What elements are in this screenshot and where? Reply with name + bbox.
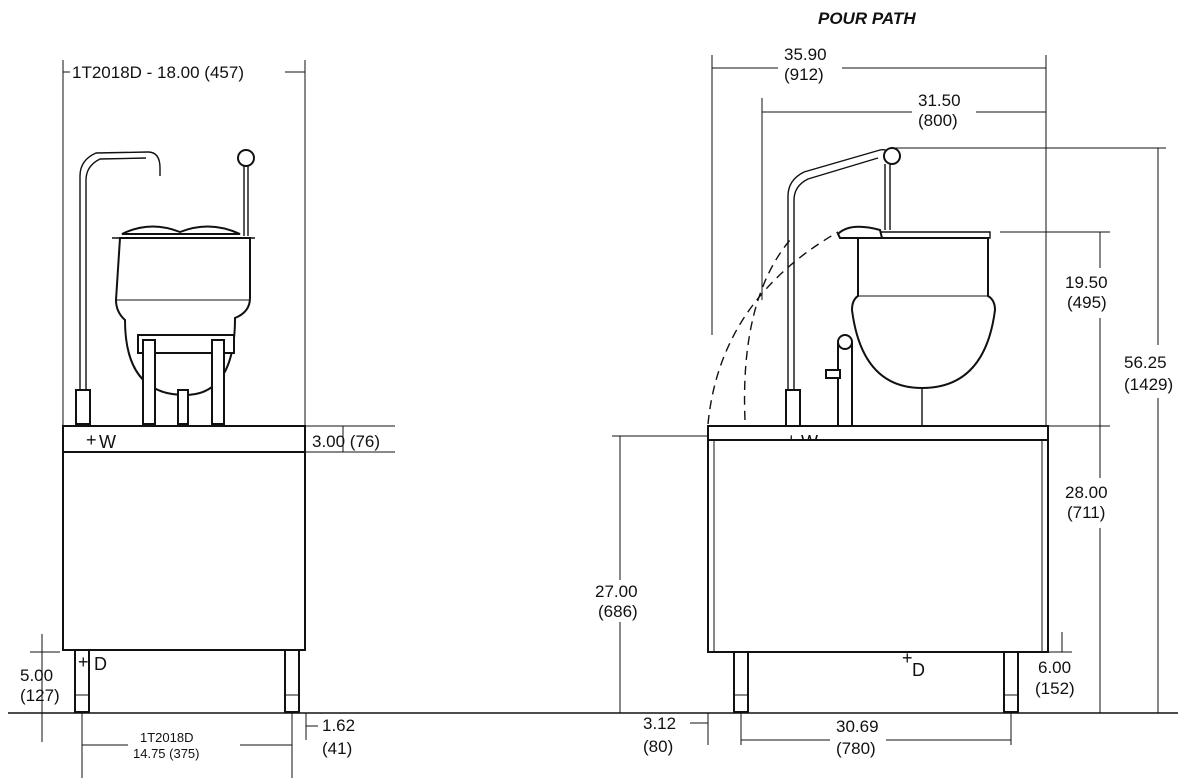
left-leg-height-mm: (127): [20, 686, 60, 705]
right-leg-2: [1003, 651, 1019, 713]
right-overall-height-in: 56.25: [1124, 353, 1167, 372]
right-table-height-left-in: 27.00: [595, 582, 638, 601]
left-conn-w: W: [99, 432, 116, 452]
svg-text:+: +: [86, 430, 97, 450]
right-table-height-right-in: 28.00: [1065, 483, 1108, 502]
left-kettle: [112, 225, 255, 397]
right-leg-offset-in: 3.12: [643, 714, 676, 733]
left-top-thickness: 3.00 (76): [312, 432, 380, 451]
left-table-top: [62, 425, 306, 453]
right-faucet-knob: [883, 147, 901, 165]
left-leg-2: [284, 649, 300, 713]
pour-path-arc: [707, 231, 839, 425]
left-leg-offset-in: 1.62: [322, 716, 355, 735]
left-leg-height-in: 5.00: [20, 666, 53, 685]
left-leg-span-model: 1T2018D: [140, 730, 193, 745]
svg-text:+: +: [902, 648, 913, 668]
left-elevation-view: 1T2018D - 18.00 (457) + W + S: [20, 60, 395, 778]
left-width-label: 1T2018D - 18.00 (457): [72, 63, 244, 82]
right-kettle-height-in: 19.50: [1065, 273, 1108, 292]
right-leg-span-in: 30.69: [836, 717, 879, 736]
left-faucet: [79, 151, 161, 392]
svg-text:+: +: [78, 652, 89, 672]
right-leg-1: [733, 651, 749, 713]
right-table-height-right-mm: (711): [1067, 503, 1105, 522]
left-leg-1: [74, 649, 90, 713]
right-leg-height-in: 6.00: [1038, 658, 1071, 677]
left-kettle-yoke: [137, 334, 235, 354]
left-leg-offset-mm: (41): [322, 739, 352, 758]
right-leg-height-mm: (152): [1035, 679, 1075, 698]
pour-path-title: POUR PATH: [818, 9, 916, 28]
right-elevation-view: 35.90 (912) 31.50 (800) + W: [595, 45, 1173, 758]
left-handle-knob: [237, 149, 255, 167]
right-conn-d: D: [912, 660, 925, 680]
right-overall-width-mm: (912): [784, 65, 824, 84]
right-overall-height-mm: (1429): [1124, 375, 1173, 394]
right-leg-offset-mm: (80): [643, 737, 673, 756]
left-leg-span: 14.75 (375): [133, 746, 200, 761]
right-kettle-width-mm: (800): [918, 111, 958, 130]
left-cabinet: [62, 451, 306, 651]
right-table-height-left-mm: (686): [598, 602, 638, 621]
right-tilt-column: [837, 341, 853, 427]
right-leg-span-mm: (780): [836, 739, 876, 758]
right-overall-width-in: 35.90: [784, 45, 827, 64]
right-kettle: [836, 225, 997, 390]
right-table-top: [707, 425, 1049, 441]
left-conn-d: D: [94, 654, 107, 674]
right-cabinet: [707, 439, 1049, 653]
right-kettle-height-mm: (495): [1067, 293, 1107, 312]
right-kettle-width-in: 31.50: [918, 91, 961, 110]
